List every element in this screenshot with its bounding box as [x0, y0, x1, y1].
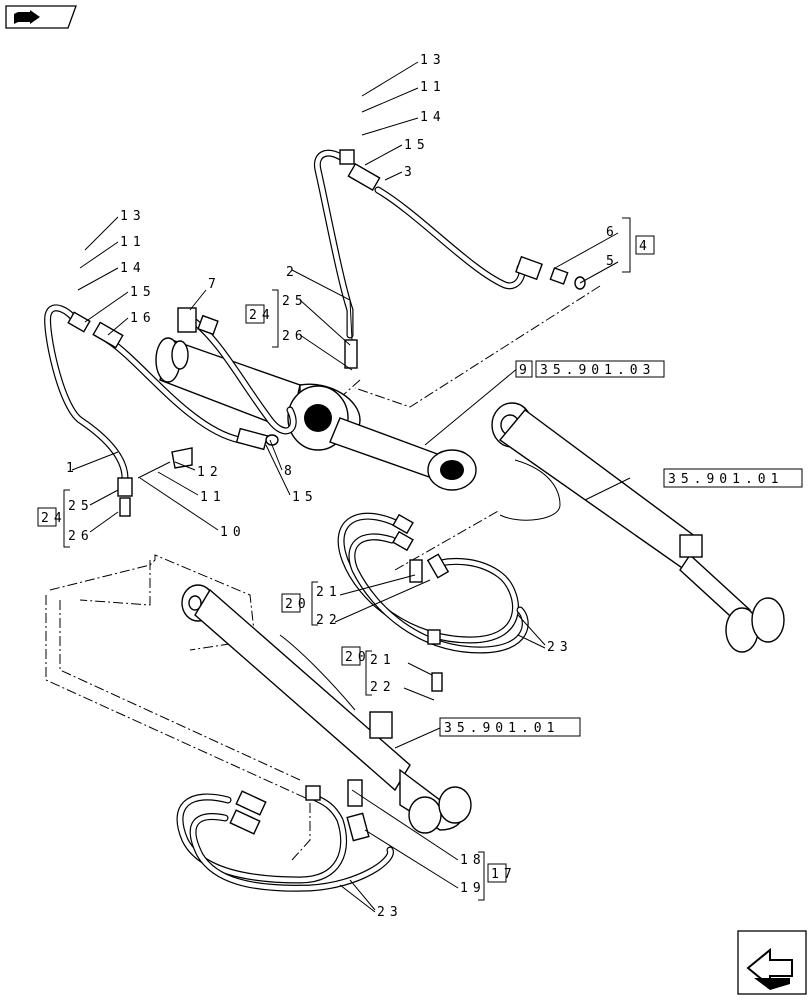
label-7: 7	[208, 277, 221, 292]
label-25-center: 25	[282, 294, 308, 309]
book-navigation-icon[interactable]	[5, 5, 77, 29]
right-upper-cylinder	[491, 402, 785, 653]
label-15-top: 15	[404, 138, 430, 153]
label-20-lower: 20	[345, 650, 371, 665]
label-11-center: 11	[200, 490, 226, 505]
label-13-top: 13	[420, 53, 446, 68]
label-18: 18	[460, 853, 486, 868]
label-8: 8	[284, 464, 297, 479]
left-lower-cylinder	[181, 584, 472, 834]
hose-upper-3	[313, 149, 586, 369]
label-26-left: 26	[68, 529, 94, 544]
ref-35-901-01-lower: 35.901.01	[444, 721, 559, 736]
boxed-labels	[37, 235, 803, 883]
label-12: 12	[197, 465, 223, 480]
label-26-center: 26	[282, 329, 308, 344]
next-page-arrow-icon[interactable]	[737, 930, 807, 995]
label-21-lower: 21	[370, 653, 396, 668]
bracket-groups	[63, 217, 631, 901]
label-24-left: 24	[41, 511, 67, 526]
label-14-left: 14	[120, 261, 146, 276]
label-20-upper: 20	[285, 597, 311, 612]
label-11-top: 11	[420, 80, 446, 95]
label-25-left: 25	[68, 499, 94, 514]
label-3: 3	[404, 165, 417, 180]
label-9: 9	[519, 363, 532, 378]
ref-35-901-01-right: 35.901.01	[668, 472, 783, 487]
label-22-lower: 22	[370, 680, 396, 695]
hose-left-1	[44, 304, 244, 517]
label-23-bottom: 23	[377, 905, 403, 920]
label-19: 19	[460, 881, 486, 896]
label-15-left: 15	[130, 285, 156, 300]
ref-35-901-03: 35.901.03	[540, 363, 655, 378]
label-21-upper: 21	[316, 585, 342, 600]
label-23-middle: 23	[547, 640, 573, 655]
hose-loop-23-bottom	[176, 779, 394, 892]
label-1: 1	[66, 461, 79, 476]
label-6: 6	[606, 225, 619, 240]
reference-outlines	[45, 285, 601, 861]
main-cylinder	[137, 307, 477, 491]
callout-labels: 13 11 14 15 3 6 4 5 13 11 14 15 16 7 2 2…	[41, 53, 783, 920]
label-4: 4	[639, 239, 652, 254]
label-14-top: 14	[420, 110, 446, 125]
label-11-left: 11	[120, 235, 146, 250]
label-22-upper: 22	[316, 613, 342, 628]
label-5: 5	[606, 254, 619, 269]
leader-lines	[71, 61, 631, 913]
label-10: 10	[220, 525, 246, 540]
label-2: 2	[286, 265, 299, 280]
label-15-center: 15	[292, 490, 318, 505]
label-17: 17	[491, 867, 517, 882]
label-16: 16	[130, 311, 156, 326]
label-24: 24	[249, 308, 275, 323]
label-13-left: 13	[120, 209, 146, 224]
